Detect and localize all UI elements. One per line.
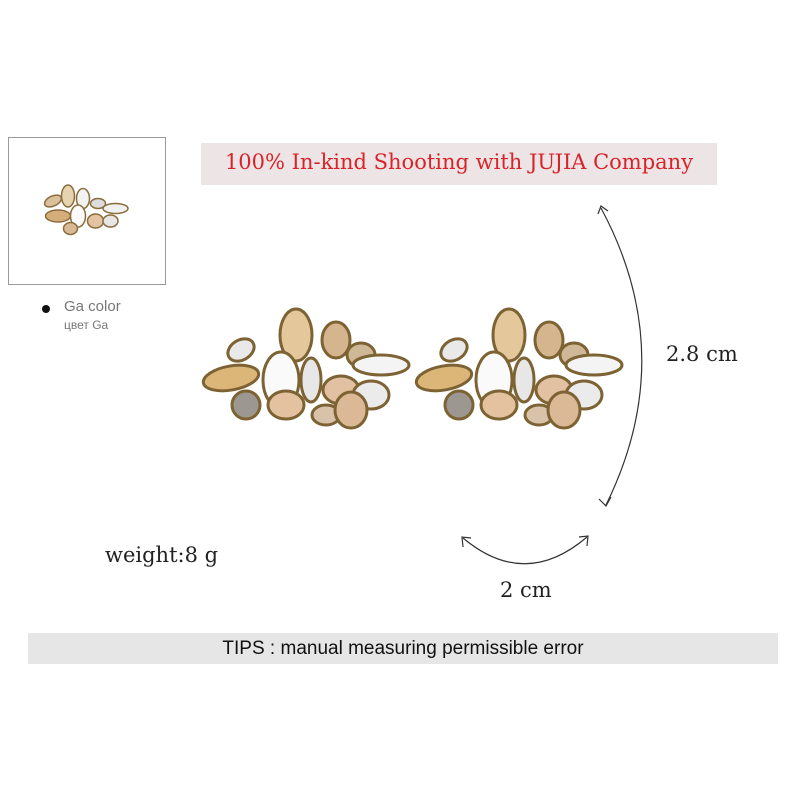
height-dimension: 2.8 cm	[666, 342, 738, 366]
earring-thumbnail-icon	[43, 184, 129, 236]
weight-label: weight:8 g	[105, 543, 219, 567]
thumbnail-frame[interactable]	[8, 137, 166, 285]
selected-bullet-icon	[42, 305, 50, 313]
width-dimension: 2 cm	[500, 578, 552, 602]
color-option-label: Ga color	[64, 298, 121, 315]
tips-text: TIPS : manual measuring permissible erro…	[222, 638, 584, 659]
tips-bar: TIPS : manual measuring permissible erro…	[28, 633, 778, 664]
banner-text: 100% In-kind Shooting with JUJIA Company	[224, 150, 694, 174]
promo-banner: 100% In-kind Shooting with JUJIA Company	[201, 143, 717, 185]
color-option-label-ru: цвет Ga	[64, 318, 109, 332]
